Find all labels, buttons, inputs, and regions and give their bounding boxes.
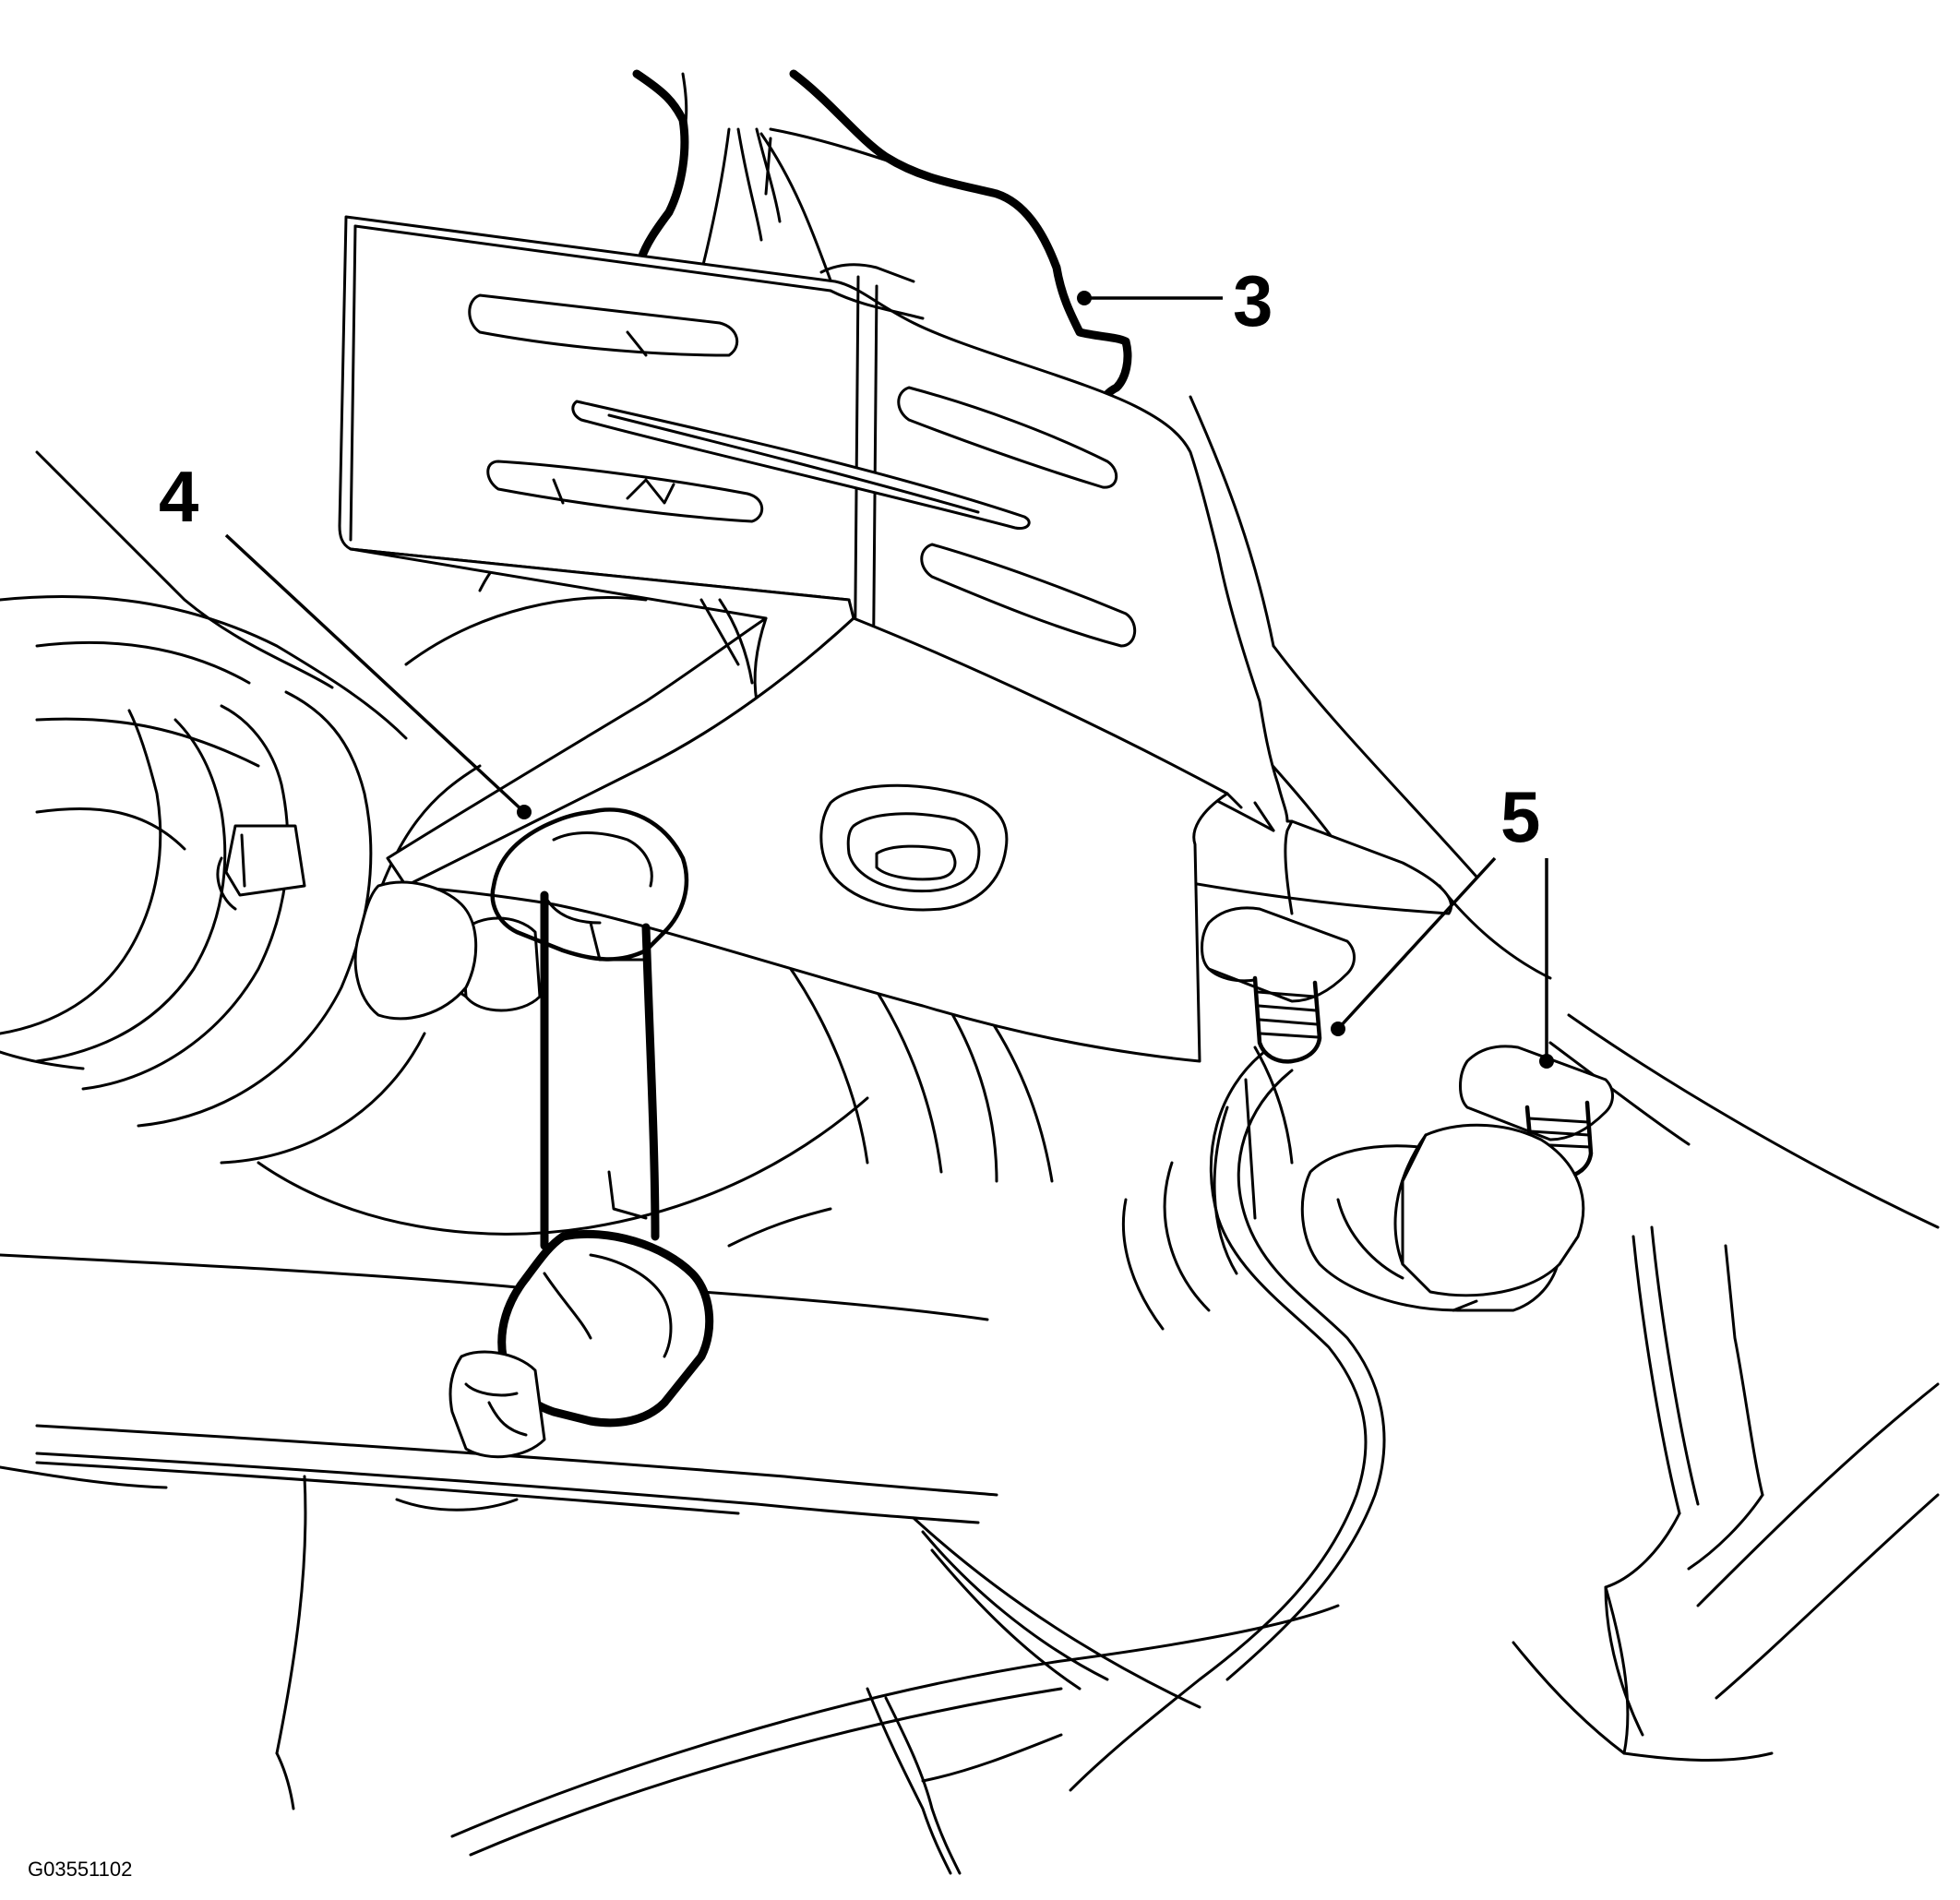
callout-3: 3 [1233, 260, 1273, 341]
link-rod [353, 807, 714, 1459]
callout-4-group: 4 [159, 456, 532, 819]
wiring-harness [632, 69, 1132, 409]
callout-5-group: 5 [1331, 776, 1554, 1069]
callout-5: 5 [1500, 776, 1540, 857]
hex-nut [1300, 1123, 1585, 1312]
left-shaft-assembly [0, 450, 426, 1165]
lower-arm [0, 1424, 1340, 1875]
lower-right-bracket [1069, 1013, 1940, 1792]
bracket-bolt-left [1201, 906, 1356, 1064]
callout-3-group: 3 [1077, 260, 1273, 341]
mounting-bracket-plate [338, 215, 1452, 1063]
callout-4: 4 [159, 456, 198, 537]
figure-id: G03551102 [28, 1858, 132, 1881]
